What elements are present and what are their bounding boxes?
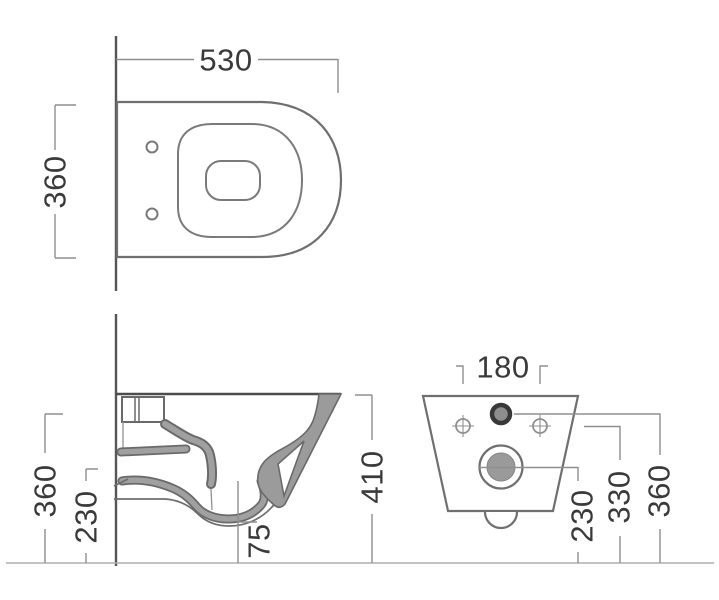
side-trap-inner — [119, 477, 267, 522]
front-fixing-hole-left-cross — [452, 415, 474, 437]
dim-front-outlet-height: 230 — [479, 466, 600, 563]
front-view: 180 230 330 360 — [421, 350, 677, 563]
front-bottom-arc — [483, 511, 519, 530]
plan-fixing-hole-bottom — [145, 207, 159, 221]
dim-side-outlet-offset-label: 75 — [242, 523, 277, 558]
dim-side-bowl-height: 230 — [69, 468, 104, 563]
side-mount-edge-line — [113, 478, 129, 487]
dim-front-inlet-height-label: 360 — [642, 464, 677, 517]
dim-plan-width: 530 — [116, 43, 339, 93]
plan-fixing-hole-top — [145, 140, 159, 154]
dim-plan-depth: 360 — [38, 104, 76, 259]
dim-plan-depth-label: 360 — [38, 155, 73, 208]
side-section-view: 360 230 75 410 — [28, 392, 390, 563]
dim-side-seat-height: 360 — [28, 413, 63, 563]
dim-front-fixing-height-label: 330 — [602, 470, 637, 523]
dim-plan-depth-lines — [54, 104, 76, 259]
dim-front-fixing-height-lines — [584, 425, 621, 563]
dim-side-bowl-height-lines — [85, 468, 98, 563]
dim-front-hole-spacing: 180 — [456, 350, 548, 385]
plan-water-spot — [205, 160, 261, 201]
front-fixing-hole-right — [529, 415, 551, 437]
side-rim-box — [121, 396, 165, 423]
front-fixing-hole-left — [452, 415, 474, 437]
dim-plan-width-lines — [116, 58, 339, 93]
front-fixing-hole-right-cross — [529, 415, 551, 437]
side-rim-channel-inner — [162, 421, 216, 487]
dim-plan-width-label: 530 — [199, 43, 252, 78]
dim-side-bowl-height-label: 230 — [69, 490, 104, 543]
dim-side-outlet-offset-lines — [237, 481, 257, 563]
dim-front-inlet-height: 360 — [514, 413, 677, 563]
side-back-wedge — [256, 393, 343, 509]
dim-front-outlet-height-lines — [479, 466, 579, 563]
dim-front-outlet-height-label: 230 — [565, 489, 600, 542]
dim-side-overall-height-lines — [355, 394, 373, 563]
dim-front-inlet-height-lines — [514, 413, 661, 563]
dim-front-fixing-height: 330 — [584, 425, 637, 563]
dim-side-overall-height: 410 — [355, 394, 390, 563]
dim-side-seat-height-lines — [44, 413, 63, 563]
dim-side-overall-height-label: 410 — [355, 450, 390, 503]
side-rim-shelf-inner — [118, 446, 189, 455]
dim-front-hole-spacing-label: 180 — [476, 350, 529, 385]
dim-side-seat-height-label: 360 — [28, 464, 63, 517]
dim-front-hole-spacing-lines — [456, 365, 548, 384]
front-inlet-hole — [489, 402, 513, 426]
side-bowl-outlet-line — [210, 488, 213, 511]
side-rim-box-divider — [134, 397, 140, 422]
plan-view: 530 360 — [38, 43, 343, 259]
dim-side-outlet-offset: 75 — [237, 481, 277, 563]
